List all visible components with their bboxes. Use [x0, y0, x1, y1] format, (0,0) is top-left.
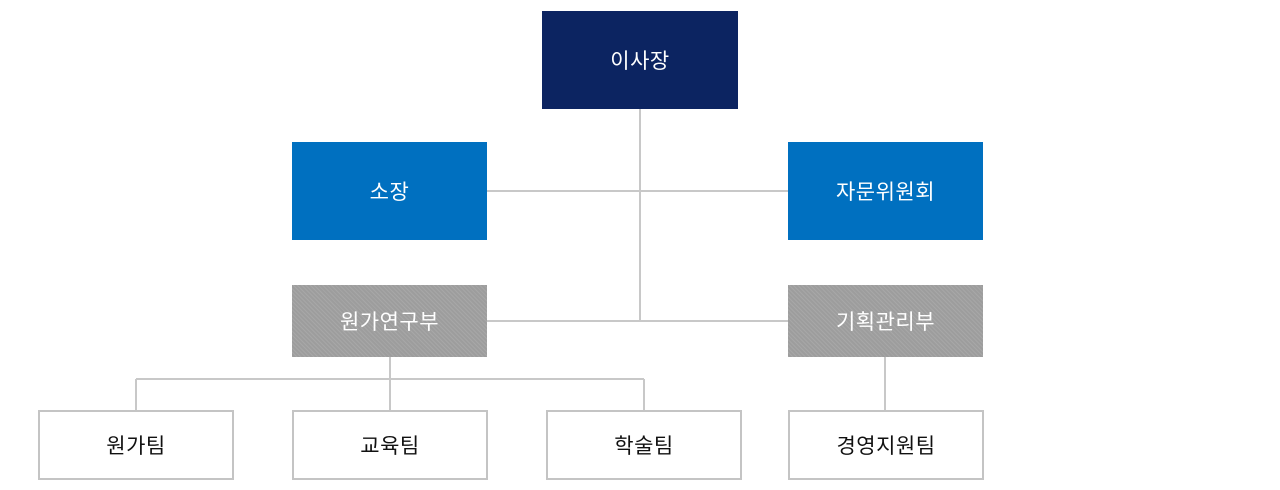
- research-department-box: 원가연구부: [292, 285, 487, 357]
- cost-team-box: 원가팀: [38, 410, 234, 480]
- chairman-label: 이사장: [610, 49, 670, 73]
- education-team-box: 교육팀: [292, 410, 488, 480]
- academic-team-box: 학술팀: [546, 410, 742, 480]
- chairman-box: 이사장: [542, 11, 738, 109]
- management-support-team-box: 경영지원팀: [788, 410, 984, 480]
- cost-team-label: 원가팀: [106, 434, 166, 458]
- education-team-label: 교육팀: [360, 434, 420, 458]
- management-support-team-label: 경영지원팀: [836, 434, 936, 458]
- advisory-committee-label: 자문위원회: [835, 180, 936, 204]
- advisory-committee-box: 자문위원회: [788, 142, 983, 240]
- academic-team-label: 학술팀: [614, 434, 674, 458]
- director-label: 소장: [369, 180, 410, 204]
- planning-department-box: 기획관리부: [788, 285, 983, 357]
- planning-department-label: 기획관리부: [835, 310, 936, 334]
- research-department-label: 원가연구부: [339, 310, 440, 334]
- director-box: 소장: [292, 142, 487, 240]
